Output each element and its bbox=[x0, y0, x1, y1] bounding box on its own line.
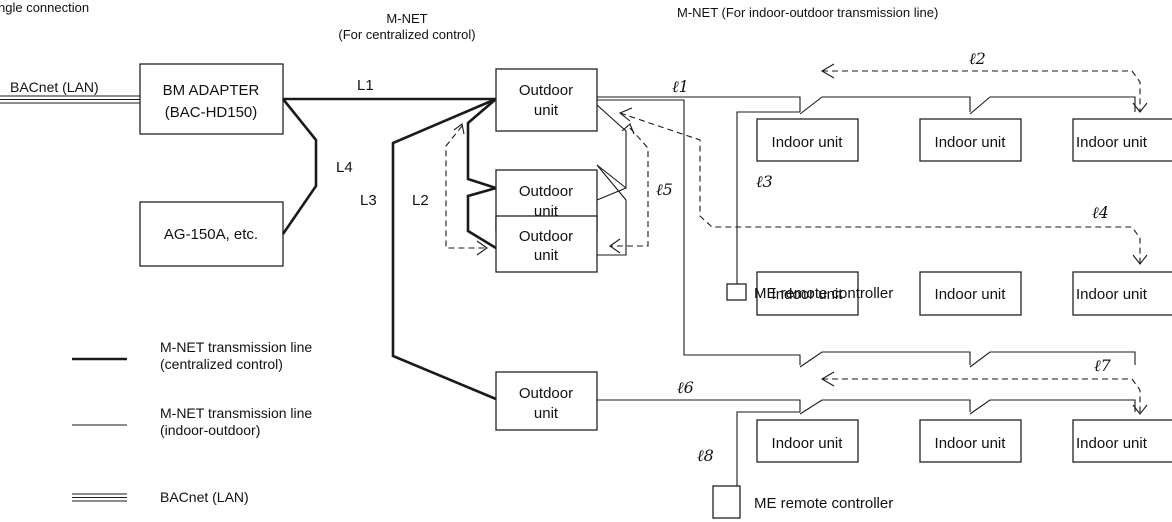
label-L2: L2 bbox=[412, 192, 429, 209]
mnet-central-title: M-NET bbox=[386, 11, 427, 26]
indoor-unit-3-2 bbox=[919, 419, 1022, 463]
indoor-units-row-2: Indoor unit Indoor unit Indoor unit bbox=[756, 271, 1172, 316]
bacnet-line bbox=[0, 95, 140, 104]
dashed-arrows bbox=[445, 63, 1148, 415]
label-l4: ℓ4 bbox=[1092, 203, 1109, 222]
svg-text:M-NET transmission line: M-NET transmission line bbox=[160, 339, 312, 355]
label-l7: ℓ7 bbox=[1094, 356, 1112, 375]
bm-adapter-model: (BAC-HD150) bbox=[165, 104, 258, 121]
label-l2: ℓ2 bbox=[969, 49, 986, 68]
svg-text:(centralized control): (centralized control) bbox=[160, 356, 283, 372]
line-L4 bbox=[281, 98, 318, 235]
svg-text:Outdoor: Outdoor bbox=[519, 228, 573, 245]
indoor-unit-1-2 bbox=[919, 118, 1022, 162]
svg-text:Indoor unit: Indoor unit bbox=[935, 435, 1007, 452]
indoor-unit-2-1 bbox=[756, 271, 859, 316]
bm-adapter-box: BM ADAPTER (BAC-HD150) bbox=[139, 63, 284, 135]
outdoor-unit-3: Outdoor unit bbox=[495, 215, 598, 273]
centralized-control-lines bbox=[281, 97, 501, 401]
svg-text:Outdoor: Outdoor bbox=[519, 82, 573, 99]
legend-item-indoor-outdoor: M-NET transmission line (indoor-outdoor) bbox=[72, 405, 312, 438]
indoor-outdoor-lines bbox=[596, 96, 1136, 486]
line-L2 bbox=[466, 98, 501, 250]
label-L1: L1 bbox=[357, 77, 374, 94]
svg-text:BACnet (LAN): BACnet (LAN) bbox=[160, 489, 249, 505]
partial-title: ngle connection bbox=[0, 0, 89, 15]
label-L3: L3 bbox=[360, 192, 377, 209]
legend-item-centralized: M-NET transmission line (centralized con… bbox=[72, 339, 312, 372]
label-l6: ℓ6 bbox=[677, 378, 694, 397]
indoor-unit-3-1 bbox=[756, 419, 859, 463]
label-L4: L4 bbox=[336, 159, 353, 176]
svg-text:Indoor unit: Indoor unit bbox=[1076, 134, 1148, 151]
remote-controller-1: ME remote controller bbox=[726, 283, 893, 302]
indoor-units-row-1: Indoor unit Indoor unit Indoor unit bbox=[756, 118, 1172, 162]
indoor-units-row-3: Indoor unit Indoor unit Indoor unit bbox=[756, 419, 1172, 463]
svg-text:M-NET transmission line: M-NET transmission line bbox=[160, 405, 312, 421]
ag150-box: AG-150A, etc. bbox=[139, 201, 284, 267]
svg-text:Indoor unit: Indoor unit bbox=[935, 286, 1007, 303]
svg-text:(indoor-outdoor): (indoor-outdoor) bbox=[160, 422, 260, 438]
svg-text:Indoor unit: Indoor unit bbox=[935, 134, 1007, 151]
label-l1: ℓ1 bbox=[672, 77, 689, 96]
svg-text:Indoor unit: Indoor unit bbox=[772, 134, 844, 151]
svg-text:Indoor unit: Indoor unit bbox=[772, 435, 844, 452]
label-l8: ℓ8 bbox=[697, 446, 714, 465]
indoor-unit-2-2 bbox=[919, 271, 1022, 316]
indoor-unit-2-3 bbox=[1072, 271, 1172, 316]
line-L3 bbox=[391, 97, 497, 401]
svg-text:ME remote controller: ME remote controller bbox=[754, 285, 893, 302]
svg-text:Indoor unit: Indoor unit bbox=[1076, 286, 1148, 303]
mnet-central-subtitle: (For centralized control) bbox=[338, 27, 475, 42]
ag150-label: AG-150A, etc. bbox=[164, 226, 258, 243]
svg-text:unit: unit bbox=[534, 405, 559, 422]
outdoor-unit-4: Outdoor unit bbox=[495, 371, 598, 431]
remote-controller-2: ME remote controller bbox=[712, 485, 893, 519]
indoor-unit-3-3 bbox=[1072, 419, 1172, 463]
outdoor-unit-1: Outdoor unit bbox=[495, 68, 598, 132]
svg-text:Indoor unit: Indoor unit bbox=[1076, 435, 1148, 452]
svg-text:Outdoor: Outdoor bbox=[519, 385, 573, 402]
legend: M-NET transmission line (centralized con… bbox=[72, 339, 312, 505]
svg-text:Indoor unit: Indoor unit bbox=[772, 286, 844, 303]
bacnet-label: BACnet (LAN) bbox=[10, 79, 99, 95]
indoor-unit-1-1 bbox=[756, 118, 859, 162]
svg-text:Outdoor: Outdoor bbox=[519, 183, 573, 200]
label-l5: ℓ5 bbox=[656, 180, 673, 199]
indoor-unit-1-3 bbox=[1072, 118, 1172, 162]
svg-text:ME remote controller: ME remote controller bbox=[754, 495, 893, 512]
svg-text:unit: unit bbox=[534, 247, 559, 264]
bm-adapter-name: BM ADAPTER bbox=[163, 82, 260, 99]
svg-text:unit: unit bbox=[534, 102, 559, 119]
label-l3: ℓ3 bbox=[756, 172, 773, 191]
legend-item-bacnet: BACnet (LAN) bbox=[72, 489, 249, 505]
mnet-indoor-title: M-NET (For indoor-outdoor transmission l… bbox=[677, 5, 938, 20]
